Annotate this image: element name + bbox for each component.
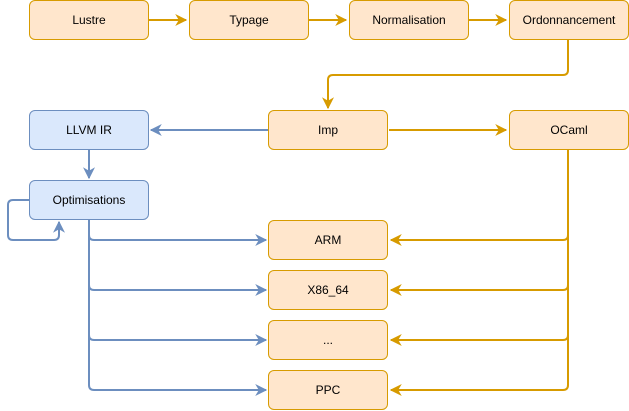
node-llvm-ir: LLVM IR: [29, 110, 149, 150]
node-ocaml-label: OCaml: [550, 123, 588, 137]
node-ordonnancement-label: Ordonnancement: [522, 13, 616, 27]
edge-optimisations-loop: [7, 199, 65, 241]
node-typage: Typage: [189, 0, 309, 40]
node-x86-64: X86_64: [268, 270, 388, 310]
edge-ocaml-ellipsis: [389, 150, 569, 346]
node-lustre-label: Lustre: [72, 13, 106, 27]
node-typage-label: Typage: [229, 13, 269, 27]
node-arm: ARM: [268, 220, 388, 260]
node-x86-64-label: X86_64: [307, 283, 349, 297]
node-ellipsis: ...: [268, 320, 388, 360]
edge-optimisations-arm: [88, 220, 268, 246]
edge-optimisations-ellipsis: [88, 220, 268, 346]
node-imp-label: Imp: [317, 123, 338, 137]
node-ellipsis-label: ...: [322, 333, 333, 347]
node-optimisations-label: Optimisations: [52, 193, 126, 207]
edge-ocaml-ppc: [389, 150, 569, 396]
edge-ordonnancement-imp: [322, 40, 569, 110]
edge-ocaml-x86: [389, 150, 569, 296]
edge-optimisations-ppc: [88, 220, 268, 396]
edge-ocaml-arm: [389, 150, 569, 246]
node-lustre: Lustre: [29, 0, 149, 40]
node-ppc: PPC: [268, 370, 388, 410]
node-imp: Imp: [268, 110, 388, 150]
node-ordonnancement: Ordonnancement: [509, 0, 629, 40]
node-llvm-ir-label: LLVM IR: [66, 123, 112, 137]
node-normalisation-label: Normalisation: [372, 13, 446, 27]
node-ppc-label: PPC: [315, 383, 341, 397]
node-optimisations: Optimisations: [29, 180, 149, 220]
node-arm-label: ARM: [314, 233, 342, 247]
node-ocaml: OCaml: [509, 110, 629, 150]
edge-optimisations-x86: [88, 220, 268, 296]
node-normalisation: Normalisation: [349, 0, 469, 40]
